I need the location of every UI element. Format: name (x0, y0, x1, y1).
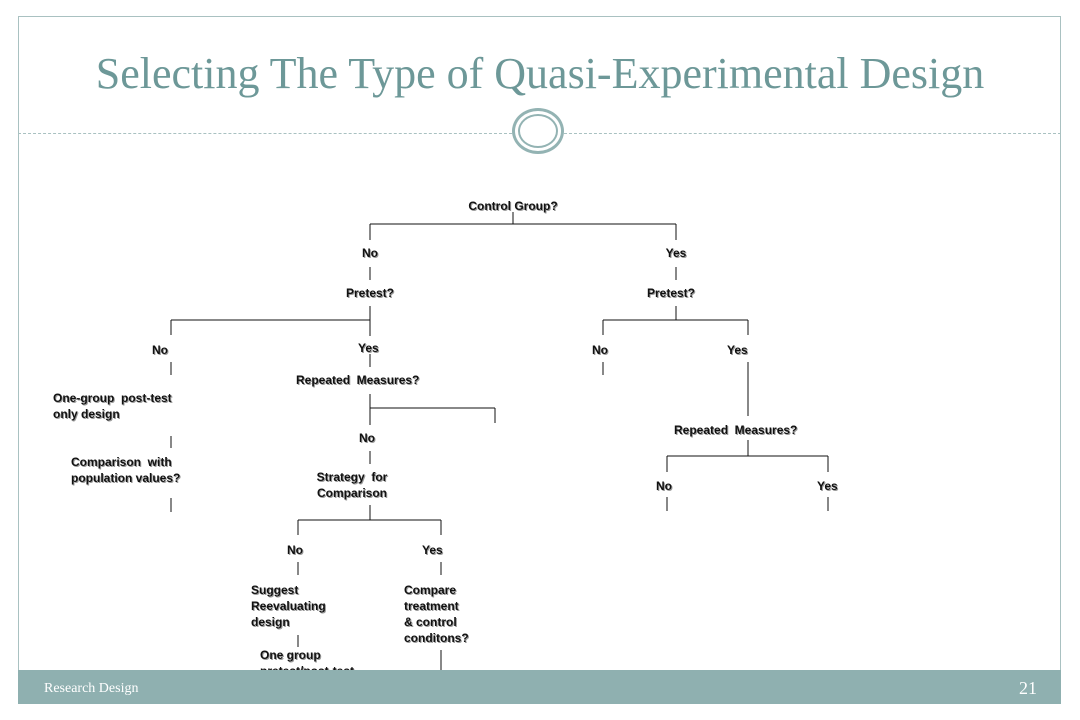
with-control-pretest-no: No (592, 343, 608, 357)
strategy-for-comparison: Strategy for Comparison (316, 470, 388, 500)
title-divider-right (564, 133, 1061, 134)
no-pretest-yes: Yes (358, 341, 379, 355)
repeated-measures-left-no: No (359, 431, 375, 445)
footer-label: Research Design (44, 681, 139, 696)
compare-treatment-control: Compare treatment & control conditons? (404, 583, 469, 645)
control-group-no: No (362, 246, 378, 260)
repeated-measures-left: Repeated Measures? (296, 373, 420, 387)
strategy-no: No (287, 543, 303, 557)
repeated-measures-right-yes: Yes (817, 479, 838, 493)
footer-bar (18, 670, 1061, 704)
no-control-pretest-question: Pretest? (345, 286, 395, 300)
comparison-population-values: Comparison with population values? (71, 455, 181, 485)
control-group-question: Control Group? (468, 199, 558, 213)
with-control-pretest-question: Pretest? (646, 286, 696, 300)
suggest-reevaluating-design: Suggest Reevaluating design (251, 583, 326, 629)
no-pretest-no: No (152, 343, 168, 357)
title-divider-left (18, 133, 512, 134)
control-group-yes: Yes (665, 246, 687, 260)
repeated-measures-right-no: No (656, 479, 672, 493)
strategy-yes: Yes (422, 543, 443, 557)
slide-title: Selecting The Type of Quasi-Experimental… (95, 49, 985, 98)
one-group-post-test-design: One-group post-test only design (53, 391, 172, 421)
decorative-circle-icon (512, 108, 564, 154)
with-control-pretest-yes: Yes (727, 343, 748, 357)
repeated-measures-right: Repeated Measures? (674, 423, 798, 437)
page-number: 21 (1019, 678, 1037, 698)
